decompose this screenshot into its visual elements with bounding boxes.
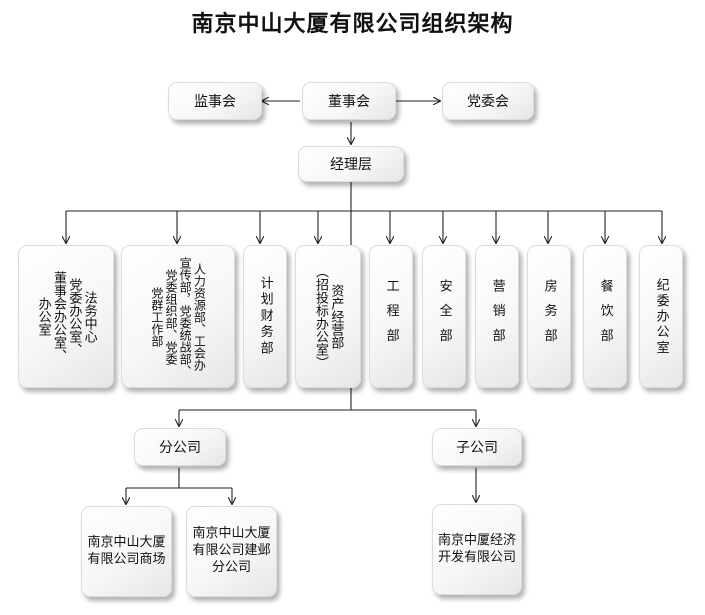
dept-text-line: 人力资源部、工会办 [192,262,207,371]
supervisory-board-label: 监事会 [194,94,236,110]
dept-text-line: （招投标办公室） [313,264,328,369]
dept-text-line: 宣传部，党委统战部、 [178,256,193,377]
dept-legal-office: 法务中心 党委办公室、 董事会办公室、 办公室 [18,245,114,388]
dept-marketing: 营销部 [475,245,519,388]
branch-company-name: 南京中山大厦有限公司建邺分公司 [192,526,271,575]
dept-text-line: 计划财务部 [257,275,273,358]
board-of-directors-box: 董事会 [302,82,396,120]
dept-text-line: 工程部 [383,279,399,354]
dept-engineering: 工程部 [369,245,413,388]
branch-company-name: 南京中山大厦有限公司商场 [87,534,166,567]
dept-discipline-office: 纪委办公室 [639,245,683,388]
chart-title: 南京中山大厦有限公司组织架构 [191,11,514,37]
dept-text-line: 房务部 [541,279,557,354]
dept-finance: 计划财务部 [243,245,287,388]
branch-company-jianye: 南京中山大厦有限公司建邺分公司 [186,506,277,597]
party-committee-box: 党委会 [442,82,534,120]
dept-text-line: 党群工作部 [149,286,164,347]
management-box: 经理层 [298,146,404,182]
dept-housekeeping: 房务部 [527,245,571,388]
dept-text-line: 餐饮部 [597,279,613,354]
dept-catering: 餐饮部 [583,245,627,388]
subsidiary-label: 子公司 [456,440,498,456]
dept-text-line: 资产经营部 [328,284,344,349]
branch-label: 分公司 [159,440,201,456]
dept-hr-party: 人力资源部、工会办 宣传部，党委统战部、 党委组织部、党委 党群工作部 [121,245,235,388]
subsidiary-company: 南京中厦经济开发有限公司 [432,504,522,595]
dept-safety: 安全部 [422,245,466,388]
dept-text-line: 办公室 [35,297,51,336]
party-committee-label: 党委会 [467,94,509,110]
dept-asset-management: 资产经营部 （招投标办公室） [295,245,361,388]
dept-text-line: 安全部 [436,279,452,354]
branch-company-mall: 南京中山大厦有限公司商场 [81,506,172,597]
board-of-directors-label: 董事会 [328,94,370,110]
subsidiary-company-name: 南京中厦经济开发有限公司 [437,532,516,565]
subsidiary-box: 子公司 [432,428,522,466]
branch-box: 分公司 [134,428,226,466]
dept-text-line: 营销部 [489,279,505,354]
dept-text-line: 党委办公室、 [66,277,82,356]
dept-text-line: 纪委办公室 [653,277,669,356]
dept-text-line: 董事会办公室、 [51,271,66,362]
dept-text-line: 党委组织部、党委 [164,268,178,365]
dept-text-line: 法务中心 [81,290,97,343]
management-label: 经理层 [330,157,372,173]
supervisory-board-box: 监事会 [168,82,262,120]
